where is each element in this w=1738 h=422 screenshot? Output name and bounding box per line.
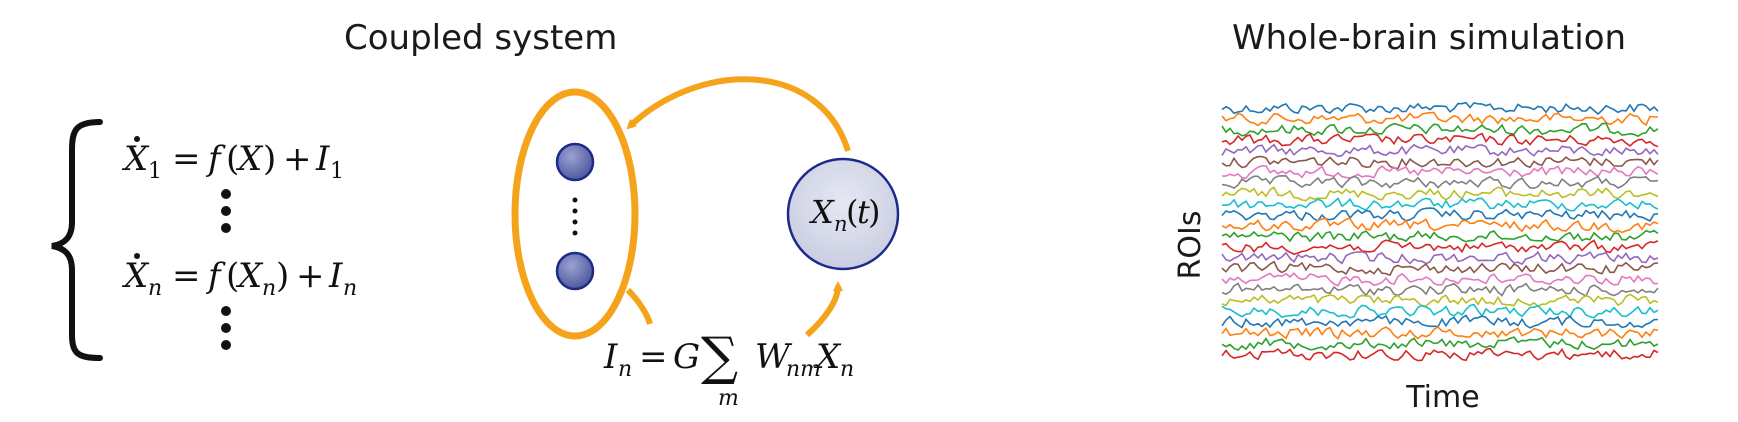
svg-text:X: X [813,337,842,377]
eq1-var: X [121,139,150,179]
eq2-arg-sub: n [262,276,276,301]
eq1-paren-open: ( [226,139,239,179]
node-ellipsis [572,197,578,236]
time-axis-label: Time [1405,380,1479,415]
equation-n: X n = f ( X n ) + I n [121,253,357,301]
node-group-ellipse [511,88,639,340]
svg-text:W: W [755,337,793,377]
dot-accent [134,136,140,142]
feedback-arrow-top [626,76,851,152]
eq1-input-sub: 1 [330,159,344,184]
roi-trace [1221,186,1659,202]
svg-text:nm: nm [786,357,821,382]
eq1-input: I [315,139,330,179]
eq2-paren-close: ) [276,256,289,296]
svg-text:n: n [834,212,848,236]
eq2-plus: + [296,256,325,296]
state-node-label: X n ( t ) [808,193,880,236]
roi-trace [1221,122,1659,138]
roi-trace [1221,111,1659,127]
eq1-sub: 1 [148,159,162,184]
svg-text:=: = [639,337,668,377]
node-to-input-connector [625,287,653,325]
simulation-traces [1221,101,1659,362]
coupling-equation: I n = G ∑ m W nm X n [603,327,854,411]
svg-text:n: n [618,357,632,382]
state-node [786,157,900,271]
system-brace [51,119,103,361]
eq1-paren-close: ) [263,139,276,179]
svg-text:t: t [857,193,870,231]
svg-text:∑: ∑ [701,327,738,387]
roi-trace [1221,165,1659,180]
roi-trace [1221,260,1659,277]
rois-axis-label: ROIs [1173,211,1208,280]
roi-trace [1221,217,1659,234]
eq2-input-sub: n [343,276,357,301]
equation-1: X 1 = f ( X ) + I 1 [121,136,344,184]
roi-trace [1221,293,1659,308]
svg-text:G: G [673,337,700,377]
roi-trace [1221,229,1659,243]
eq1-equals: = [172,139,201,179]
node-top [555,142,595,182]
node-bottom [555,251,595,291]
roi-trace [1221,239,1659,255]
input-arrow-bottom [804,281,843,338]
eq2-arg: X [235,256,264,296]
eq2-equals: = [172,256,201,296]
eq1-func: f [205,139,226,179]
svg-text:n: n [840,357,854,382]
eq2-input: I [328,256,343,296]
roi-trace [1221,347,1659,362]
svg-text:m: m [718,386,739,411]
roi-trace [1221,143,1659,158]
vertical-ellipsis-1 [221,189,231,233]
whole-brain-simulation-title: Whole-brain simulation [1232,18,1627,58]
eq1-plus: + [283,139,312,179]
roi-trace [1221,303,1659,319]
roi-trace [1221,272,1659,287]
roi-trace [1221,250,1659,266]
roi-trace [1221,336,1659,352]
eq1-arg: X [235,139,264,179]
roi-trace [1221,101,1659,116]
dot-accent [134,253,140,259]
roi-trace [1221,326,1659,340]
roi-trace [1221,174,1659,190]
roi-trace [1221,207,1659,223]
roi-trace [1222,197,1659,212]
eq2-paren-open: ( [226,256,239,296]
roi-trace [1221,314,1659,329]
roi-trace [1221,132,1659,148]
svg-text:(: ( [846,193,858,231]
vertical-ellipsis-2 [221,306,231,350]
eq2-sub: n [148,276,162,301]
eq2-var: X [121,256,150,296]
coupled-system-title: Coupled system [344,18,618,58]
svg-text:X: X [808,193,835,231]
svg-text:): ) [868,193,880,231]
svg-text:I: I [603,337,618,377]
eq2-func: f [205,256,226,296]
roi-trace [1221,155,1659,170]
